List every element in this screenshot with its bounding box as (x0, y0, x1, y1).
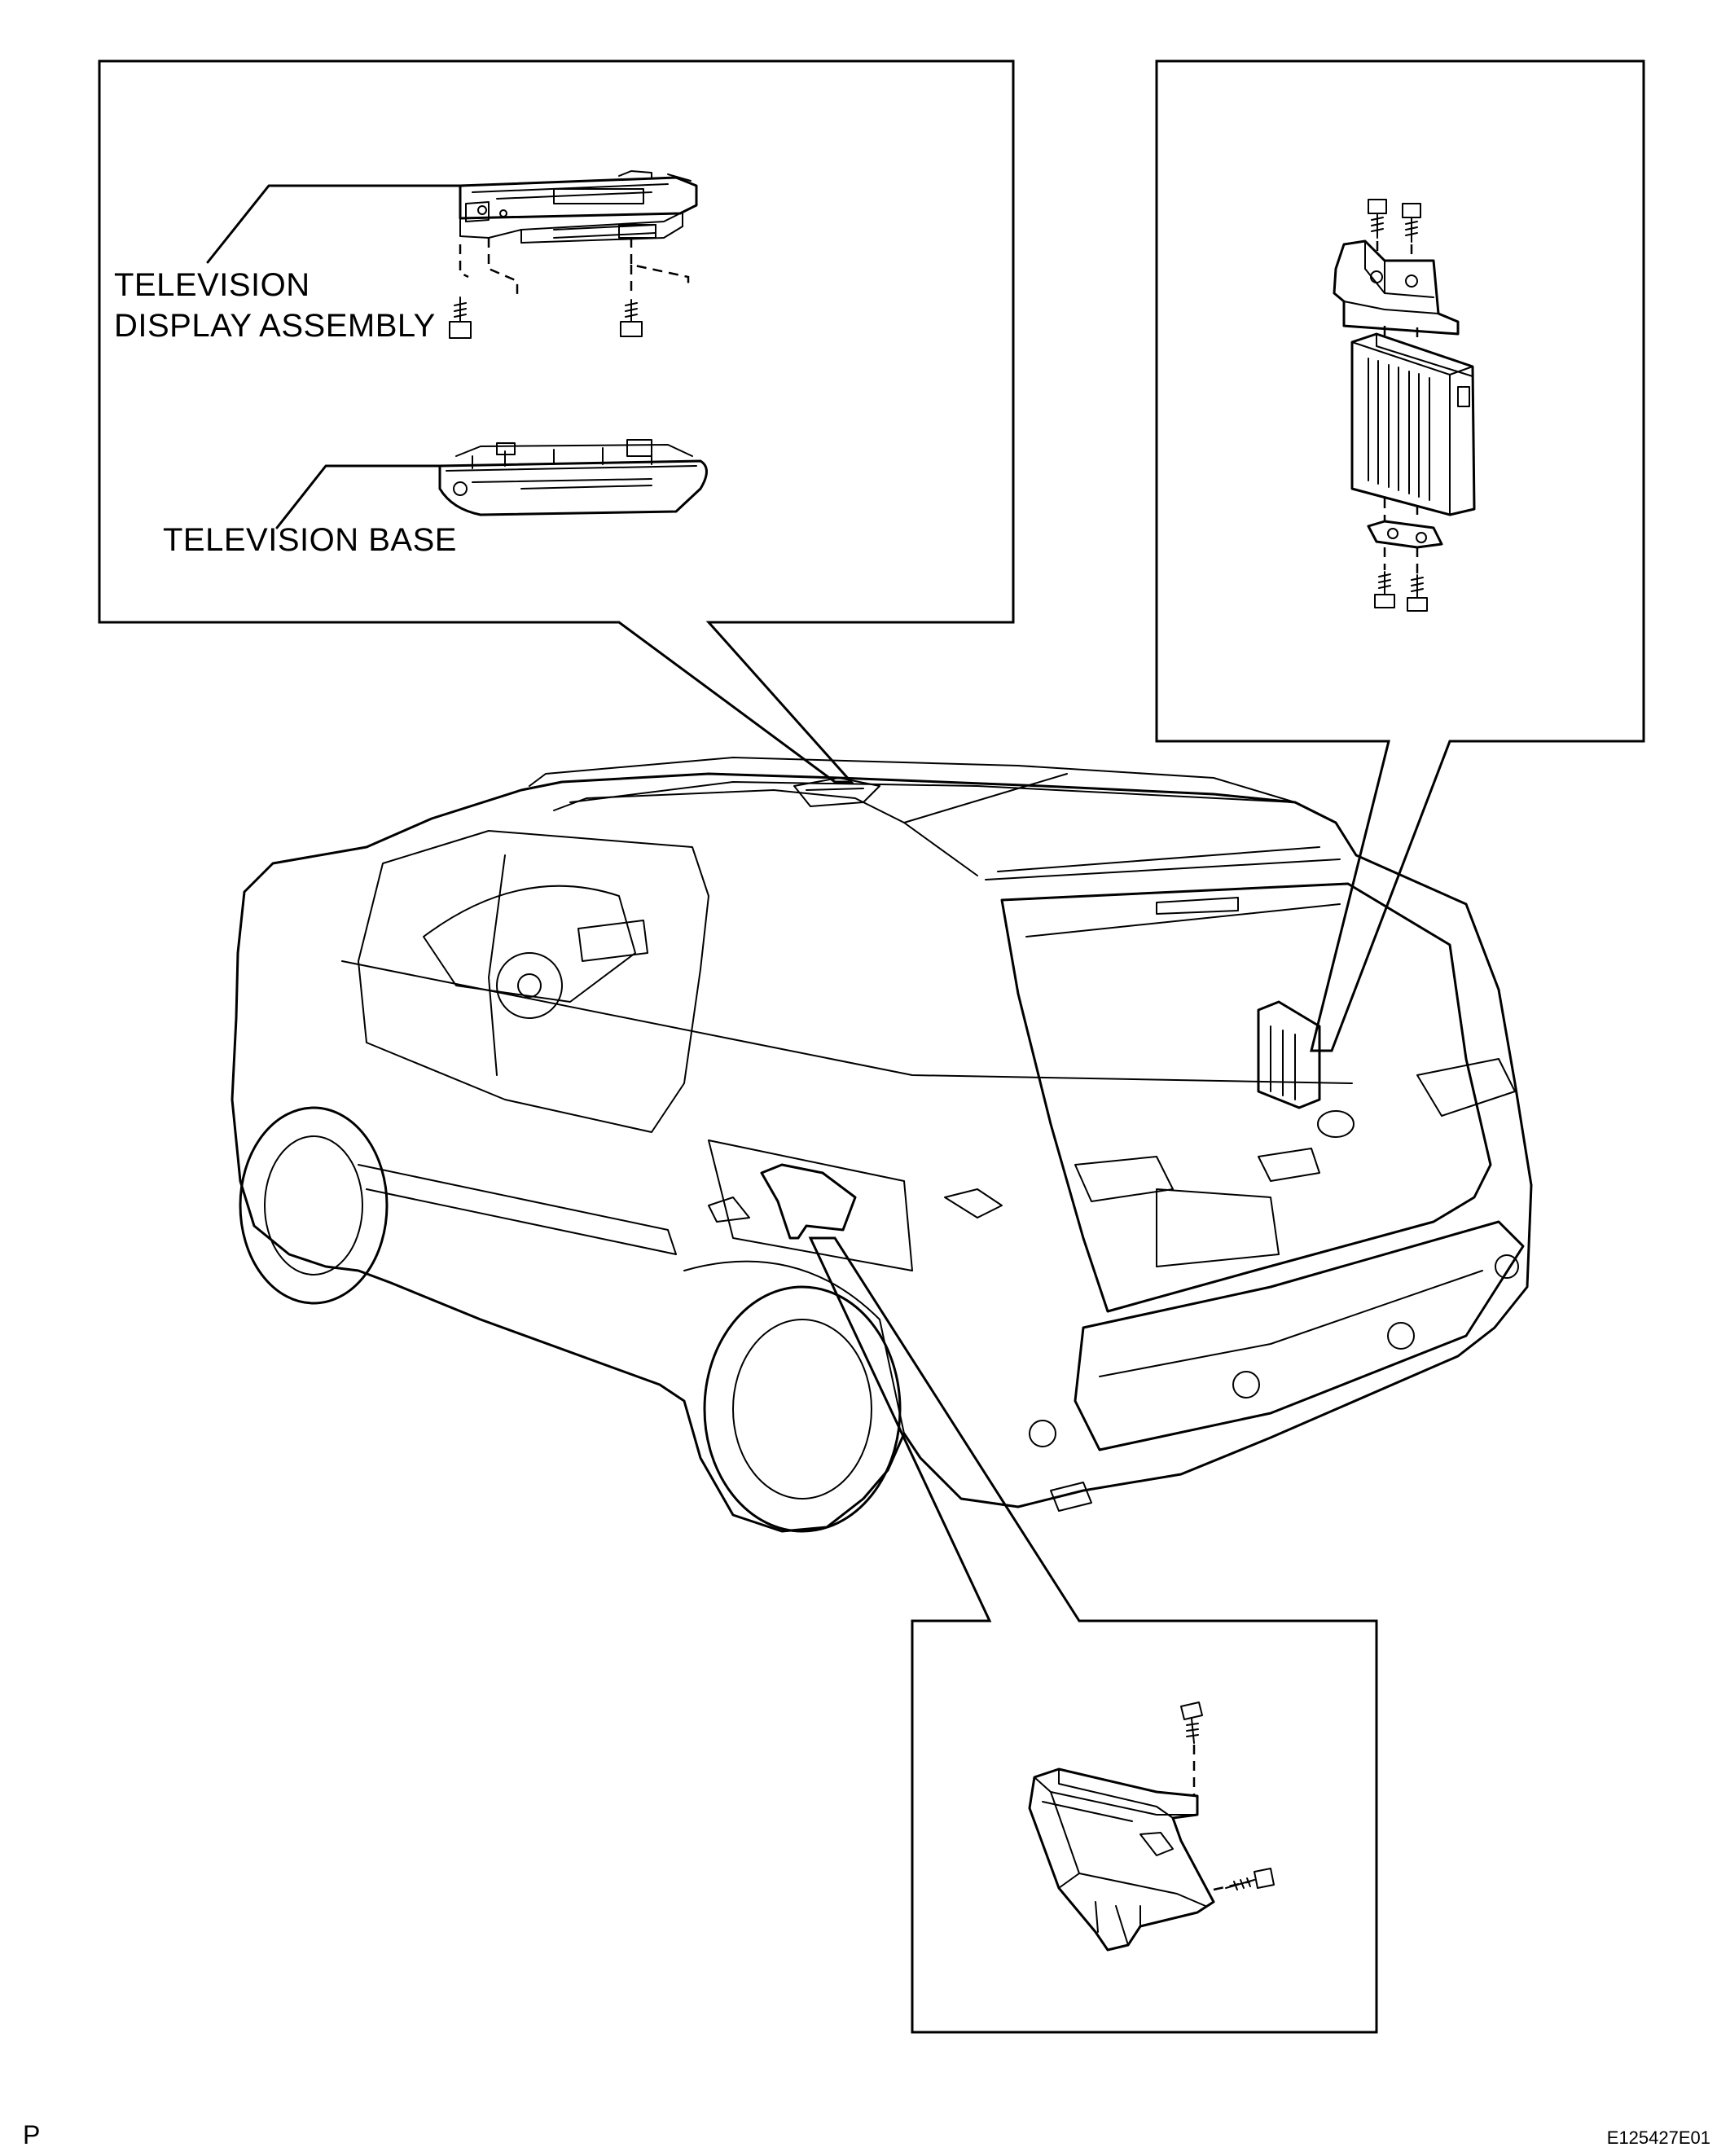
tv-display-label-line1: TELEVISION (114, 267, 310, 303)
back-door-module-callout (1155, 59, 1645, 1052)
bolt-icon (1368, 199, 1387, 239)
tv-callout-frame (98, 59, 1015, 784)
bolt-icon (1402, 203, 1421, 243)
tv-callout: TELEVISION DISPLAY ASSEMBLY TELEVISION B… (98, 59, 1015, 784)
quarter-callout-frame (808, 1236, 1378, 2034)
tv-display-assembly-icon (459, 170, 698, 244)
tv-base-label: TELEVISION BASE (163, 522, 457, 558)
figure-code: E125427E01 (1607, 2127, 1710, 2148)
lower-bracket-icon (1367, 520, 1443, 549)
vehicle-outline (231, 757, 1533, 1533)
electronic-module-icon (1350, 332, 1476, 516)
screw-icon (449, 296, 472, 339)
screw-icon (620, 299, 643, 337)
module-with-bracket-icon (1028, 1767, 1215, 1952)
bolt-icon (1374, 571, 1395, 608)
bolt-icon (1407, 574, 1428, 612)
bolt-icon (1180, 1702, 1203, 1744)
tv-base-icon (438, 439, 708, 516)
upper-bracket-icon (1333, 239, 1460, 336)
quarter-panel-module-callout (808, 1236, 1378, 2034)
bolt-icon (1225, 1868, 1275, 1890)
back-door-callout-frame (1155, 59, 1645, 1052)
page-mark: P (23, 2120, 40, 2149)
tv-display-label-line2: DISPLAY ASSEMBLY (114, 308, 436, 344)
